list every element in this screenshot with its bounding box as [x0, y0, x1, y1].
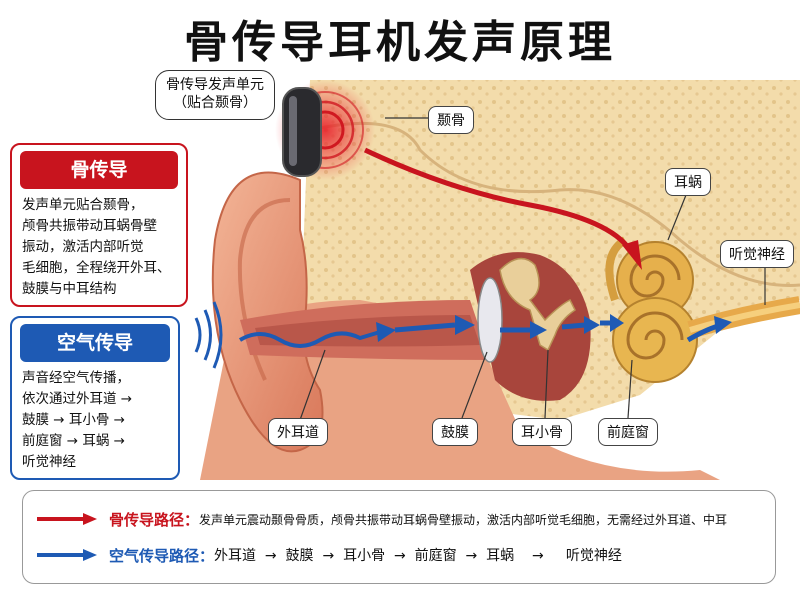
air-wave-arrow-2: [394, 322, 456, 333]
bone-conduction-heading: 骨传导: [20, 151, 178, 189]
transducer-callout-line2: （贴合颞骨）: [173, 94, 257, 111]
ossicles-label: 耳小骨: [512, 418, 572, 446]
air-wave-arrow-4: [561, 322, 586, 330]
bone-line-2: 颅骨共振带动耳蜗骨壁: [22, 218, 157, 234]
transducer-callout: 骨传导发声单元 （贴合颞骨）: [155, 70, 275, 120]
air-line-4: 前庭窗 → 耳蜗 →: [22, 433, 125, 449]
air-conduction-description: 声音经空气传播， 依次通过外耳道 → 鼓膜 → 耳小骨 → 前庭窗 → 耳蜗 →…: [12, 368, 178, 473]
air-wave-arrow-1: [238, 330, 381, 348]
bone-path-arrowhead: [622, 240, 642, 270]
legend-bone-row: 骨传导路径： 发声单元震动颞骨骨质，颅骨共振带动耳蜗骨壁振动，激活内部听觉毛细胞…: [37, 507, 727, 531]
bone-outline: [309, 121, 800, 287]
legend-blue-arrow-icon: [37, 549, 97, 561]
leader-ossicles: [544, 349, 549, 419]
air-conduction-panel: 空气传导 声音经空气传播， 依次通过外耳道 → 鼓膜 → 耳小骨 → 前庭窗 →…: [10, 316, 180, 480]
bone-conduction-panel: 骨传导 发声单元贴合颞骨， 颅骨共振带动耳蜗骨壁 振动，激活内部听觉 毛细胞，全…: [10, 143, 188, 307]
cochlea-label: 耳蜗: [665, 168, 711, 196]
auditory-nerve-label: 听觉神经: [720, 240, 794, 268]
bone-conduction-description: 发声单元贴合颞骨， 颅骨共振带动耳蜗骨壁 振动，激活内部听觉 毛细胞，全程绕开外…: [12, 195, 186, 300]
leader-ear-canal: [299, 349, 326, 421]
transducer-callout-line1: 骨传导发声单元: [166, 77, 264, 93]
leader-cochlea: [667, 189, 689, 241]
temporal-bone-label: 颞骨: [428, 106, 474, 134]
cochlea-lower-spiral: [626, 311, 684, 360]
leader-eardrum: [461, 351, 488, 419]
ossicles-shape: [499, 257, 576, 352]
cochlea-upper-spiral: [629, 254, 681, 298]
bone-line-1: 发声单元贴合颞骨，: [22, 197, 144, 213]
air-arrowhead-3: [530, 321, 547, 339]
air-line-3: 鼓膜 → 耳小骨 →: [22, 412, 125, 428]
bone-line-4: 毛细胞，全程绕开外耳、: [22, 260, 171, 276]
ear-canal-inner: [255, 315, 480, 347]
legend-air-row: 空气传导路径： 外耳道 → 鼓膜 → 耳小骨 → 前庭窗 → 耳蜗 → 听觉神经: [37, 543, 622, 567]
sound-wave-1: [194, 317, 202, 353]
air-arrowhead-6: [714, 316, 732, 334]
page-title: 骨传导耳机发声原理: [184, 17, 616, 68]
legend-air-label: 空气传导路径：: [109, 546, 215, 565]
oval-window-label: 前庭窗: [598, 418, 658, 446]
air-line-1: 声音经空气传播，: [22, 370, 130, 386]
eardrum-label: 鼓膜: [432, 418, 478, 446]
path-legend: 骨传导路径： 发声单元震动颞骨骨质，颅骨共振带动耳蜗骨壁振动，激活内部听觉毛细胞…: [22, 490, 776, 584]
air-conduction-heading: 空气传导: [20, 324, 170, 362]
bone-line-5: 鼓膜与中耳结构: [22, 281, 117, 297]
auditory-nerve-fibers: [689, 302, 800, 333]
sound-wave-3: [212, 301, 223, 369]
ear-canal-label: 外耳道: [268, 418, 328, 446]
cochlea-lower: [612, 297, 698, 383]
air-arrowhead-1: [376, 322, 396, 342]
eardrum-shape: [477, 277, 503, 363]
air-arrowhead-5: [610, 314, 624, 332]
sound-wave-2: [203, 309, 212, 361]
bone-line-3: 振动，激活内部听觉: [22, 239, 144, 255]
legend-red-arrow-icon: [37, 513, 97, 525]
air-arrowhead-4: [584, 316, 600, 334]
bone-path-arrow: [363, 147, 633, 252]
air-arrowhead-2: [455, 315, 475, 335]
transducer-unit: [282, 87, 322, 177]
legend-air-text: 外耳道 → 鼓膜 → 耳小骨 → 前庭窗 → 耳蜗 → 听觉神经: [214, 548, 622, 564]
air-line-5: 听觉神经: [22, 454, 76, 470]
air-line-2: 依次通过外耳道 →: [22, 391, 133, 407]
semicircular-canals: [605, 236, 628, 302]
legend-bone-text: 发声单元震动颞骨骨质，颅骨共振带动耳蜗骨壁振动，激活内部听觉毛细胞，无需经过外耳…: [199, 512, 728, 527]
legend-bone-label: 骨传导路径：: [109, 510, 200, 529]
leader-oval-window: [627, 359, 633, 419]
transducer-highlight: [289, 96, 297, 166]
